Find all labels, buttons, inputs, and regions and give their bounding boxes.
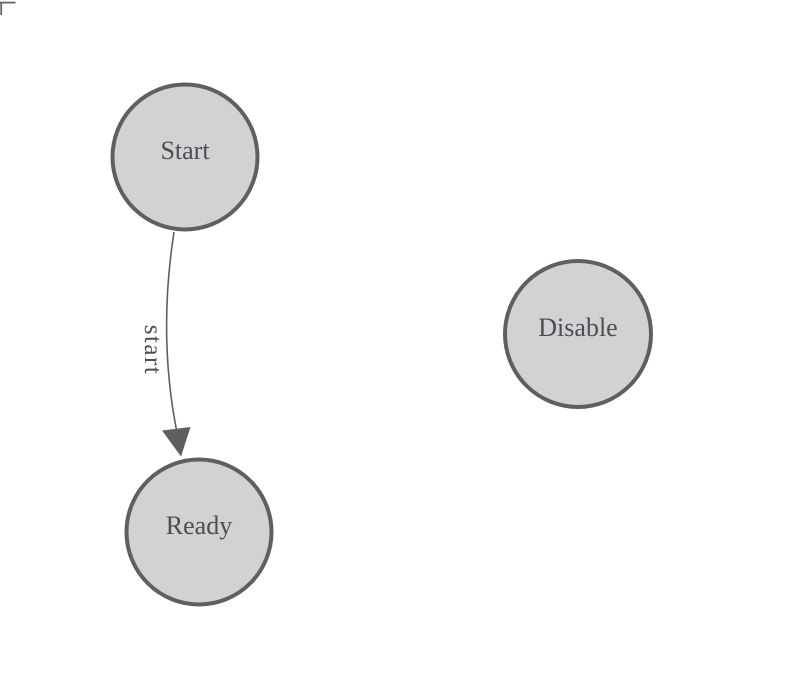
node-start[interactable]: Start [110, 82, 260, 232]
edge-start-to-ready[interactable]: start [139, 231, 191, 457]
node-ready-circle[interactable] [124, 457, 274, 607]
node-disable-circle[interactable] [503, 259, 653, 409]
node-ready[interactable]: Ready [124, 457, 274, 607]
corner-marker-icon [0, 1, 16, 15]
edge-path[interactable] [165, 231, 178, 431]
arrowhead-icon [162, 427, 191, 457]
node-disable[interactable]: Disable [503, 259, 653, 409]
node-start-circle[interactable] [110, 82, 260, 232]
edge-label[interactable]: start [139, 325, 166, 376]
